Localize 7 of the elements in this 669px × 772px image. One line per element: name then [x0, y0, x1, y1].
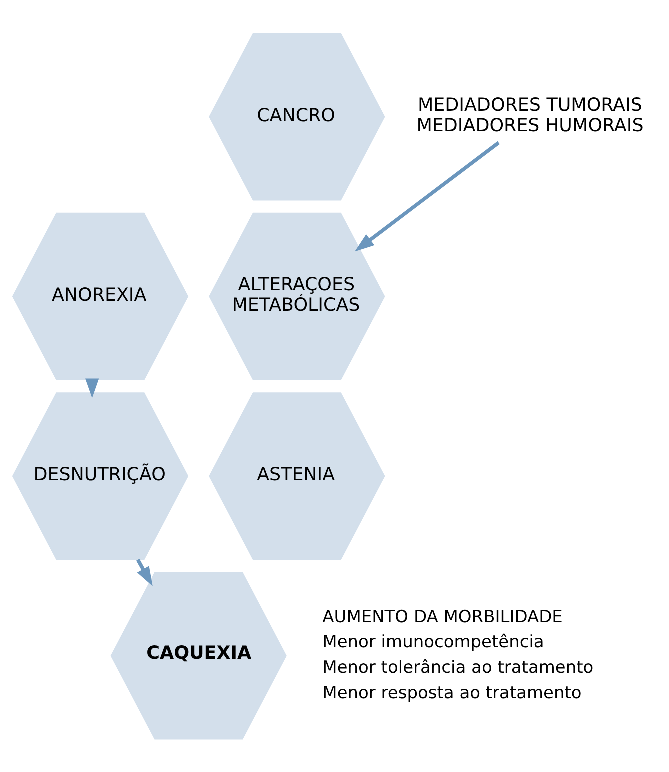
node-label: Menor resposta ao tratamento: [322, 683, 582, 704]
arrow: [136, 558, 153, 586]
node-label: Menor imunocompetência: [322, 632, 544, 652]
node-text: MEDIADORES TUMORAIS MEDIADORES HUMORAIS: [416, 94, 644, 136]
arrow: [354, 140, 500, 252]
node-label: Menor tolerância ao tratamento: [322, 658, 594, 678]
node-label: AUMENTO DA MORBILIDADE: [322, 606, 563, 627]
